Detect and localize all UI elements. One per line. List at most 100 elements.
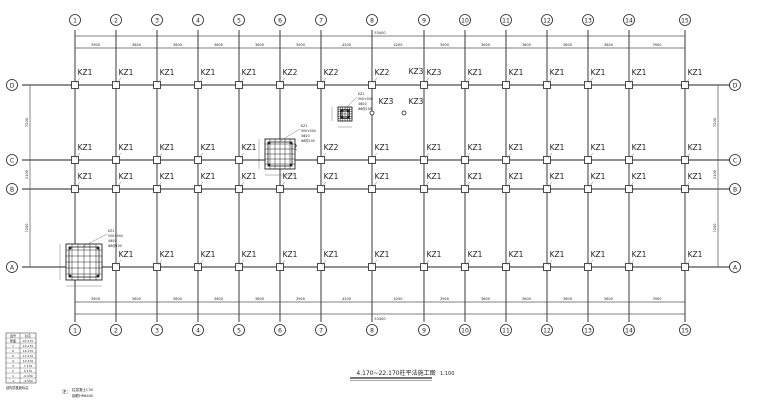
axis-bubble-bottom-8 [366,324,378,336]
detail-kz2-note: Φ8@100 [301,139,315,143]
column-marker [584,156,592,164]
detail-kz1-note: Φ8@100 [108,244,122,248]
axis-label-top: 4 [196,18,200,25]
column-label: KZ2 [324,143,339,152]
dim-top-4: 3600 [214,43,223,47]
column-marker [276,185,284,193]
column-marker [420,263,428,271]
column-leader [588,152,594,159]
detail-kz2-rebar [289,141,293,145]
column-marker [153,156,161,164]
column-leader [157,152,163,159]
column-marker [317,185,325,193]
axis-bubble-top-10 [459,14,471,26]
axis-bubble-top-15 [679,14,691,26]
column-leader [239,77,245,84]
extra-column-label: KZ3 [409,97,424,106]
column-label: KZ1 [591,250,606,259]
column-marker [543,185,551,193]
column-label: KZ2 [375,68,390,77]
column-leader [321,259,327,266]
column-label: KZ1 [509,68,524,77]
axis-label-bottom: 4 [196,328,200,335]
axis-label-top: 10 [461,18,469,25]
axis-label-top: 1 [73,18,77,25]
column-label: KZ1 [160,143,175,152]
detail-kz3-note: 4Φ20 [358,102,367,106]
elevation-table-cell: 屋面 [10,338,16,343]
dim-top-5: 3600 [255,43,264,47]
column-label: KZ1 [78,143,93,152]
column-label: KZ1 [509,143,524,152]
axis-bubble-top-5 [233,14,245,26]
column-leader [685,152,691,159]
extra-column-label: KZ3 [409,67,424,76]
axis-label-top: 8 [370,18,374,25]
column-label: KZ1 [688,143,703,152]
column-label: KZ1 [242,68,257,77]
column-label: KZ1 [283,172,298,181]
elevation-table-cell: 13.170 [23,354,34,358]
elevation-table-cell: 5 [12,354,14,358]
axis-label-right: C [733,158,737,165]
elevation-table-cell: -0.030 [23,374,33,378]
column-marker [276,81,284,89]
axis-label-bottom: 5 [237,328,241,335]
column-label: KZ1 [78,68,93,77]
column-leader [424,152,430,159]
elevation-table-cell: 19.170 [23,344,34,348]
column-marker [153,81,161,89]
column-leader [239,152,245,159]
column-label: KZ2 [283,68,298,77]
column-label: KZ2 [324,68,339,77]
column-leader [465,181,471,188]
column-marker [194,263,202,271]
dim-bottom-10: 3600 [481,297,490,301]
column-marker [681,185,689,193]
column-label: KZ1 [550,68,565,77]
column-label: KZ1 [283,250,298,259]
axis-bubble-left-B [6,183,18,195]
axis-bubble-bottom-11 [500,324,512,336]
axis-label-top: 7 [319,18,323,25]
axis-bubble-bottom-14 [623,324,635,336]
column-label: KZ1 [688,172,703,181]
column-marker [153,263,161,271]
detail-kz1-note: 4Φ20 [108,239,117,243]
detail-kz3-note: KZ1 [358,92,364,96]
axis-label-bottom: 12 [543,328,551,335]
section-marker-icon [401,110,407,116]
column-leader [588,259,594,266]
dim-top-2: 3600 [132,43,141,47]
column-marker [681,263,689,271]
column-leader [629,152,635,159]
axis-bubble-top-12 [541,14,553,26]
column-label: KZ1 [119,68,134,77]
detail-kz3-note: 500×500 [358,97,373,101]
elevation-table-cell: 4 [12,359,14,363]
column-marker [543,263,551,271]
column-label: KZ1 [119,250,134,259]
axis-label-top: 13 [584,18,592,25]
axis-label-bottom: 2 [114,328,118,335]
column-leader [424,181,430,188]
detail-kz3-rebar [340,115,344,119]
elevation-table-cell: 7 [12,344,14,348]
axis-bubble-top-3 [151,14,163,26]
column-label: KZ1 [427,143,442,152]
axis-bubble-right-D [729,79,741,91]
drawing-scale: 1:100 [440,371,454,377]
axis-bubble-bottom-1 [69,324,81,336]
column-marker [112,156,120,164]
detail-kz1-rebar [96,274,100,278]
axis-label-bottom: 9 [422,328,426,335]
column-leader [465,77,471,84]
axis-bubble-right-B [729,183,741,195]
dim-top-11: 3600 [522,43,531,47]
column-label: KZ1 [119,172,134,181]
axis-bubble-bottom-12 [541,324,553,336]
axis-bubble-top-8 [366,14,378,26]
column-marker [112,185,120,193]
axis-label-top: 15 [681,18,689,25]
